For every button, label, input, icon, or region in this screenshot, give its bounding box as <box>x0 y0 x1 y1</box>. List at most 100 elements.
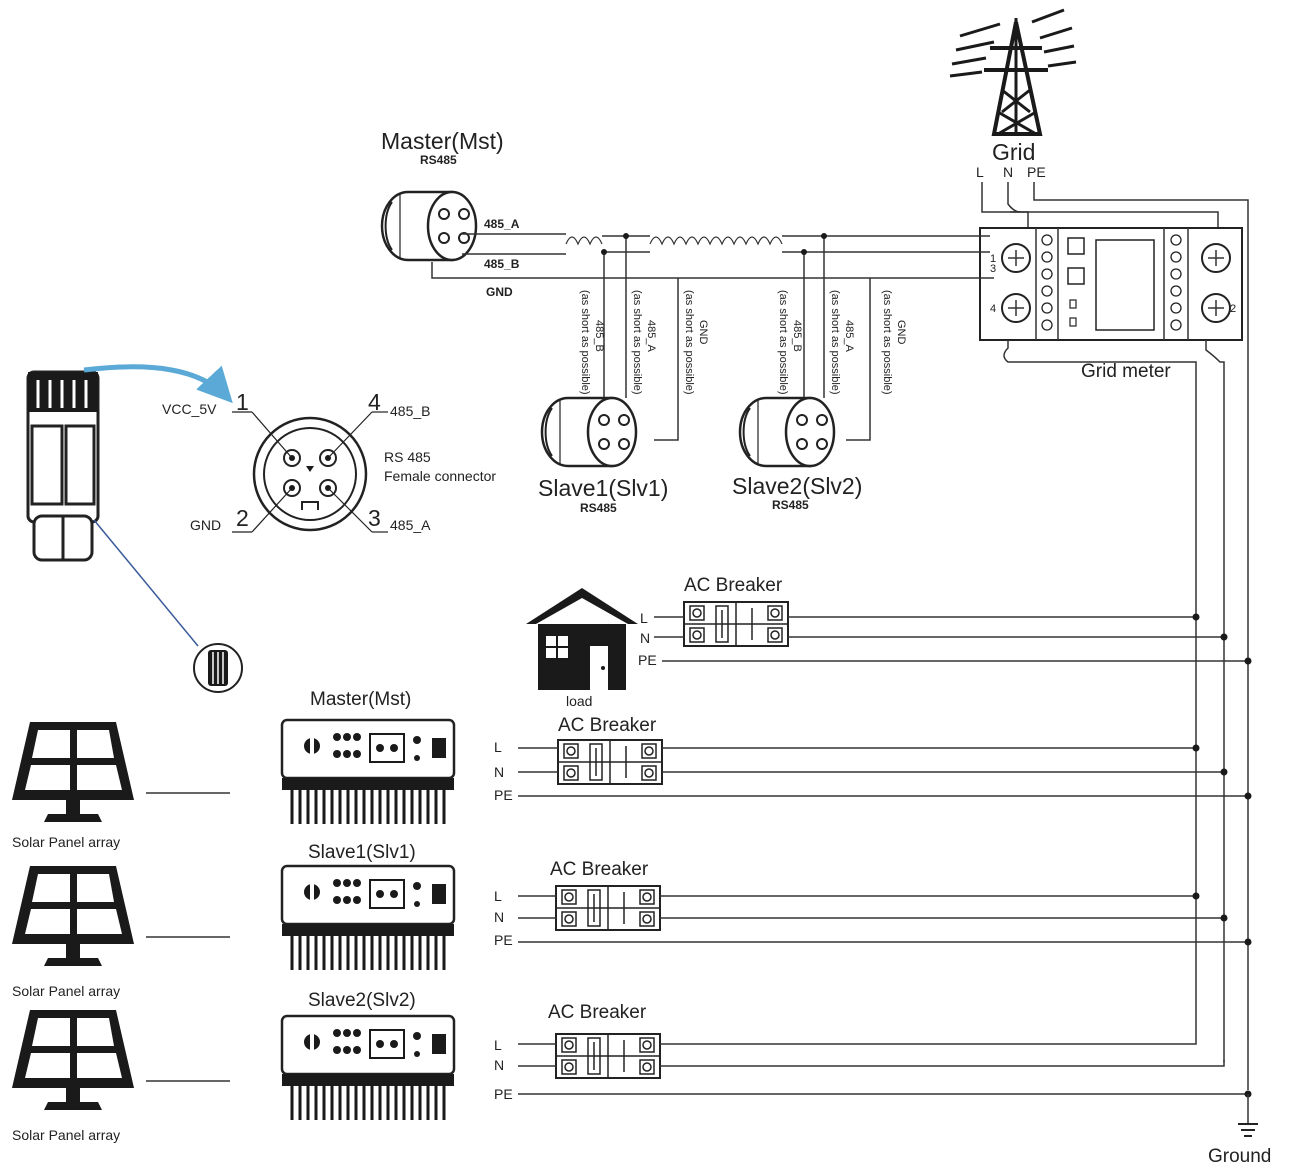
meter-pin-3: 3 <box>990 263 996 275</box>
zoom-arrow <box>83 364 233 404</box>
grid-meter <box>979 227 1243 341</box>
svg-text:485_B: 485_B <box>791 320 803 352</box>
solar-panel-icon-2 <box>12 866 134 966</box>
slave2-line-pe: PE <box>494 1086 513 1102</box>
svg-text:(as short as possible): (as short as possible) <box>631 290 643 395</box>
breaker-label-master: AC Breaker <box>558 715 657 736</box>
svg-text:(as short as possible): (as short as possible) <box>683 290 695 395</box>
solar-label-3: Solar Panel array <box>12 1127 120 1143</box>
pin-4-number: 4 <box>368 389 381 415</box>
connector-subtitle: Female connector <box>384 468 496 484</box>
pin-2-number: 2 <box>236 505 249 531</box>
bus-label-gnd: GND <box>486 285 513 299</box>
slave2-line-l: L <box>494 1037 502 1053</box>
slv1-drop-gnd-label: (as short as possible) GND <box>683 290 709 395</box>
grid-terminal-pe: PE <box>1027 164 1046 180</box>
svg-text:(as short as possible): (as short as possible) <box>579 290 591 395</box>
svg-text:485_A: 485_A <box>843 320 855 352</box>
rs485-master-title: Master(Mst) <box>381 128 504 154</box>
slv2-drop-a-label: (as short as possible) 485_A <box>829 290 855 395</box>
slave1-line-l: L <box>494 888 502 904</box>
master-line-l: L <box>494 739 502 755</box>
grid-meter-label: Grid meter <box>1081 361 1171 382</box>
connector-face <box>232 411 388 533</box>
ground-symbol-icon <box>1238 1094 1258 1137</box>
inverter-slave2-icon <box>280 1014 456 1122</box>
inverter-master-icon <box>280 718 456 826</box>
slave1-line-pe: PE <box>494 932 513 948</box>
solar-panel-icon-1 <box>12 722 134 822</box>
solar-label-2: Solar Panel array <box>12 983 120 999</box>
pin-vcc-label: VCC_5V <box>162 401 217 417</box>
master-line-n: N <box>494 764 504 780</box>
pin-485a-label: 485_A <box>390 517 431 533</box>
svg-text:GND: GND <box>895 320 907 345</box>
svg-text:485_B: 485_B <box>593 320 605 352</box>
rs485-connector-body-icon <box>26 370 100 562</box>
load-line-n: N <box>640 630 650 646</box>
inverter-title-slave1: Slave1(Slv1) <box>308 842 416 863</box>
bus-label-485b: 485_B <box>484 257 520 271</box>
master-wires <box>518 744 1252 800</box>
load-label: load <box>566 693 592 709</box>
slave1-sub: RS485 <box>580 501 617 515</box>
breaker-slave1 <box>555 885 661 931</box>
svg-text:485_A: 485_A <box>645 320 657 352</box>
solar-label-1: Solar Panel array <box>12 834 120 850</box>
load-breaker-label: AC Breaker <box>684 575 783 596</box>
master-rs485-plug <box>380 190 478 262</box>
slv2-drop-gnd-label: (as short as possible) GND <box>881 290 907 395</box>
slave2-sub: RS485 <box>772 498 809 512</box>
breaker-master <box>557 739 663 785</box>
slave2-wires <box>518 1030 1252 1098</box>
slave2-rs485-plug <box>738 396 836 468</box>
bus-label-485a: 485_A <box>484 217 520 231</box>
slave1-line-n: N <box>494 909 504 925</box>
grid-tower-icon <box>949 8 1077 136</box>
rs485-master-sub: RS485 <box>420 153 457 167</box>
inverter-title-master: Master(Mst) <box>310 689 411 710</box>
slave2-title: Slave2(Slv2) <box>732 473 862 499</box>
inverter-slave1-icon <box>280 864 456 972</box>
breaker-label-slave1: AC Breaker <box>550 859 649 880</box>
pin-1-number: 1 <box>236 389 249 415</box>
slave1-wires <box>518 892 1252 946</box>
load-line-l: L <box>640 610 648 626</box>
pin-485b-label: 485_B <box>390 403 430 419</box>
bus-junction-dots <box>601 233 827 255</box>
solar-panel-icon-3 <box>12 1010 134 1110</box>
grid-label: Grid <box>992 139 1035 165</box>
pin-gnd-label: GND <box>190 517 221 533</box>
load-wires <box>654 613 1252 665</box>
grid-terminal-l: L <box>976 164 984 180</box>
connector-title: RS 485 <box>384 449 431 465</box>
svg-text:(as short as possible): (as short as possible) <box>829 290 841 395</box>
load-line-pe: PE <box>638 652 657 668</box>
grid-terminal-n: N <box>1003 164 1013 180</box>
house-icon <box>526 588 638 690</box>
breaker-label-slave2: AC Breaker <box>548 1002 647 1023</box>
slave2-line-n: N <box>494 1057 504 1073</box>
rs485-bus-wires <box>431 233 994 441</box>
slv1-drop-b-label: (as short as possible) 485_B <box>579 290 605 395</box>
slave1-title: Slave1(Slv1) <box>538 475 668 501</box>
svg-text:GND: GND <box>697 320 709 345</box>
meter-pin-4: 4 <box>990 303 996 315</box>
svg-text:(as short as possible): (as short as possible) <box>881 290 893 395</box>
connector-pin-zoom-icon <box>193 643 243 693</box>
ground-label: Ground <box>1208 1146 1271 1167</box>
breaker-slave2 <box>555 1033 661 1079</box>
svg-text:(as short as possible): (as short as possible) <box>777 290 789 395</box>
slv2-drop-b-label: (as short as possible) 485_B <box>777 290 803 395</box>
pin-3-number: 3 <box>368 505 381 531</box>
meter-pin-2: 2 <box>1230 303 1236 315</box>
master-line-pe: PE <box>494 787 513 803</box>
lead-line <box>93 519 199 647</box>
slave1-rs485-plug <box>540 396 638 468</box>
slv1-drop-a-label: (as short as possible) 485_A <box>631 290 657 395</box>
meter-pin-1: 1 <box>990 253 996 265</box>
inverter-title-slave2: Slave2(Slv2) <box>308 990 416 1011</box>
load-ac-breaker <box>683 601 789 647</box>
